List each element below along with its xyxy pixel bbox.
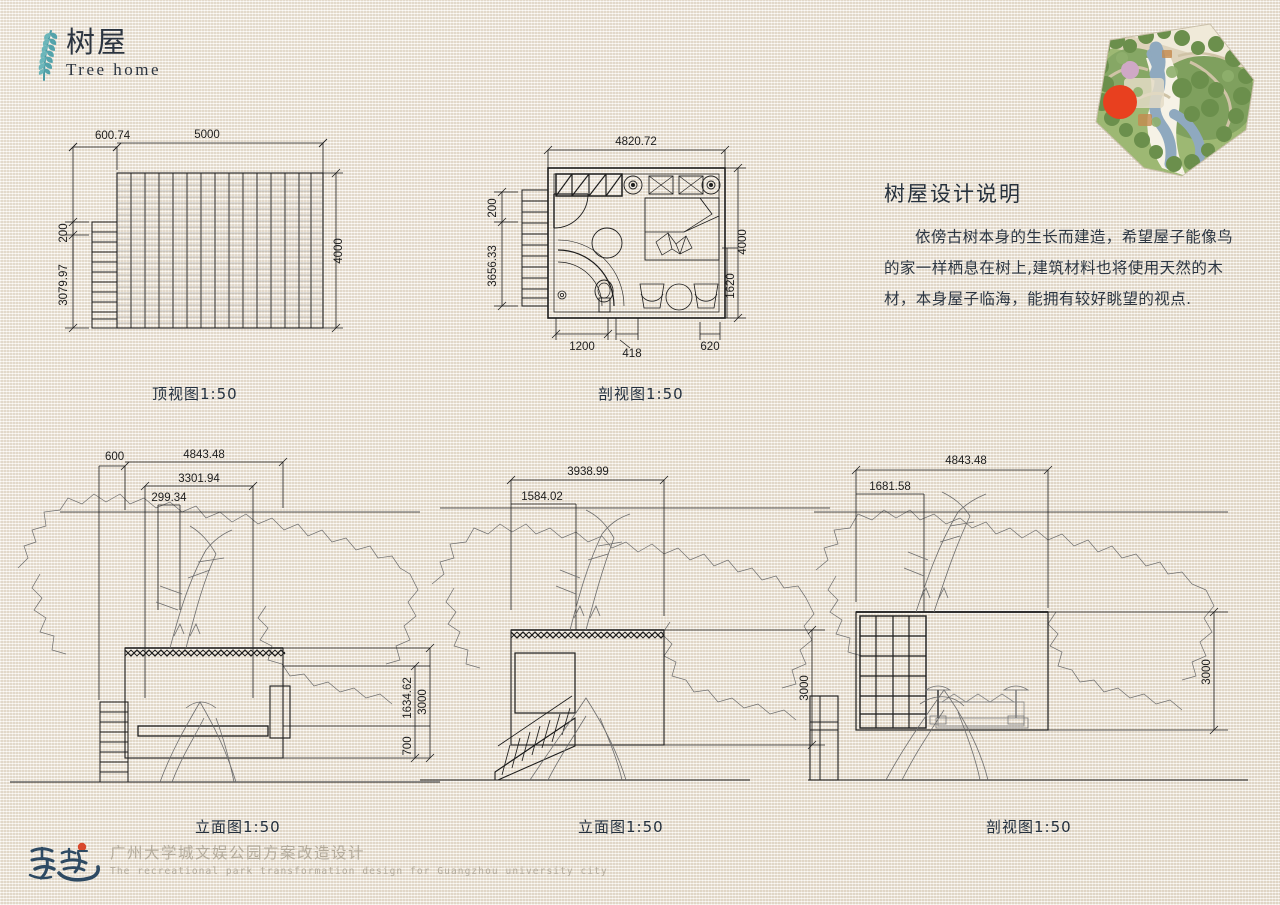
dim-right-main: 3000 [417,689,429,715]
design-description-body: 依傍古树本身的生长而建造，希望屋子能像鸟的家一样栖息在树上,建筑材料也将使用天然… [884,228,1234,308]
dim-bottom-right: 620 [700,341,719,353]
caption-section-right: 剖视图1:50 [986,818,1072,836]
footer-title-cn: 广州大学城文娱公园方案改造设计 [110,843,366,862]
elevation-left: 600 4843.48 3301.94 299.34 1634.62 700 3… [10,449,440,795]
dim-top-main: 4843.48 [183,449,225,461]
dim-right-sub: 1620 [725,273,737,299]
top-view-plan: 600.74 5000 200 3079.97 4000 [55,125,345,350]
dim-right-mid: 1634.62 [402,677,414,719]
dim-top-main: 3938.99 [567,466,609,478]
section-right: 4843.48 1681.58 3000 [808,450,1248,795]
site-plan-thumbnail[interactable] [1086,18,1258,178]
dim-top-main: 5000 [194,129,220,141]
dim-top-main: 4843.48 [945,455,987,467]
brand-title-en: Tree home [66,60,162,79]
dim-left-main: 3079.97 [58,264,70,306]
elevation-middle: 3938.99 1584.02 3000 [420,450,840,795]
caption-top-view: 顶视图1:50 [152,385,238,403]
dim-top-sub2: 299.34 [151,492,187,504]
design-description: 树屋设计说明 依傍古树本身的生长而建造，希望屋子能像鸟的家一样栖息在树上,建筑材… [884,178,1236,315]
dim-right-main: 3000 [799,675,811,701]
xunji-calligraphy-logo [28,842,100,882]
dim-top-sub: 1584.02 [521,491,563,503]
dim-bottom-mid: 418 [622,348,641,360]
dim-top-sub: 3301.94 [178,473,220,485]
caption-elevation-middle: 立面图1:50 [578,818,664,836]
footer-title-en: The recreational park transformation des… [110,866,608,878]
dim-right-small: 700 [402,736,414,755]
brand-title-cn: 树屋 [66,25,129,59]
dim-right-main: 3000 [1201,659,1213,685]
floor-plan-section: 4820.72 200 3656.33 4000 1620 1200 418 6… [480,132,760,362]
dim-left-small: 200 [487,198,499,217]
design-description-title: 树屋设计说明 [884,182,1022,206]
dim-left-main: 3656.33 [487,245,499,287]
dim-top-main: 4820.72 [615,136,657,148]
footer: 广州大学城文娱公园方案改造设计 The recreational park tr… [26,839,608,883]
caption-floor-plan: 剖视图1:50 [598,385,684,403]
caption-elevation-left: 立面图1:50 [195,818,281,836]
dim-top-sub: 1681.58 [869,481,911,493]
dim-right-main: 4000 [333,238,345,264]
dim-top-small: 600 [105,451,124,463]
dim-bottom-left: 1200 [569,341,595,353]
dim-left-small: 200 [58,223,70,242]
dim-right-main: 4000 [737,229,749,255]
fern-leaf-icon [38,30,58,81]
dim-top-left: 600.74 [95,130,131,142]
brand-logo: 树屋 Tree home [24,26,161,82]
red-location-marker [1103,85,1137,119]
